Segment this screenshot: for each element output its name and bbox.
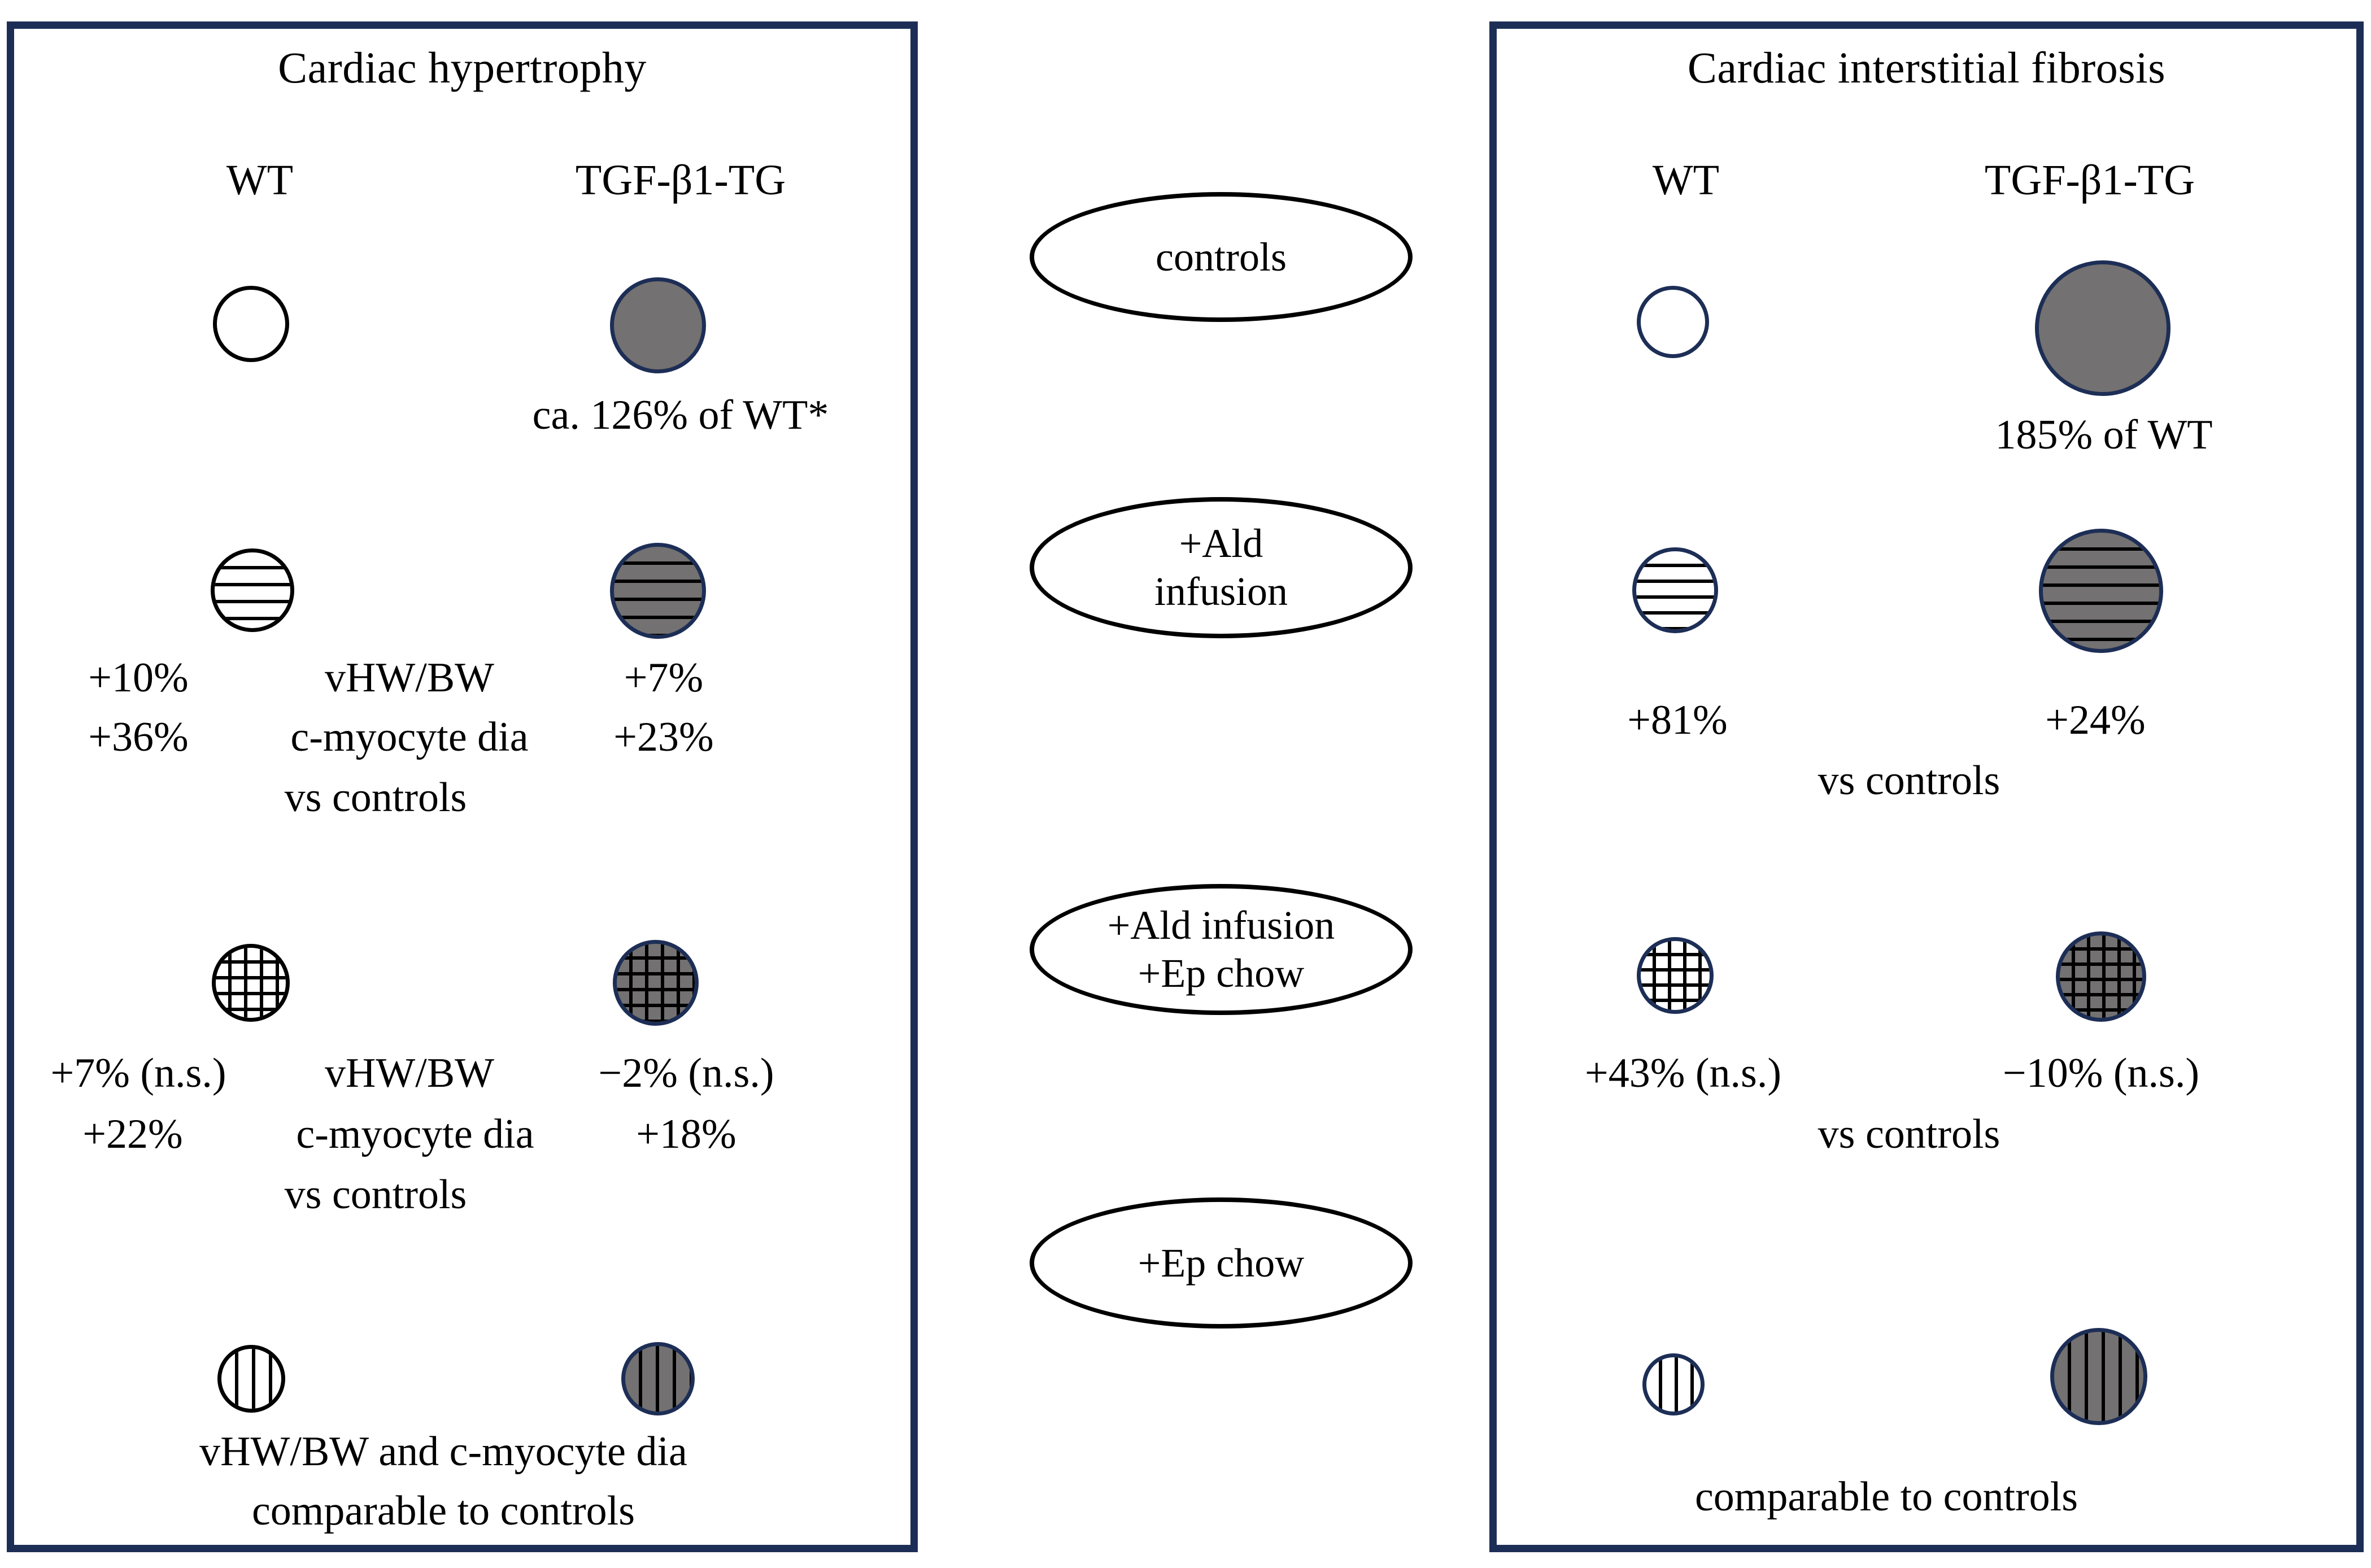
right-row1-tg-note: 185% of WT [1995,412,2213,458]
right-row2-wt-value: +81% [1627,697,1728,743]
left-row3-wt-myocyte: +22% [82,1111,183,1157]
left-row3-tg-vhwbw: −2% (n.s.) [598,1050,774,1096]
right-column-header-wt: WT [1652,156,1720,204]
left-row2-metric2-label: c-myocyte dia [290,714,529,760]
horizontal-hatch-icon [2043,533,2159,649]
right-row2-comparison: vs controls [1818,757,2000,804]
condition-oval-controls-text: controls [1156,233,1287,281]
oval-line: infusion [1154,569,1288,614]
panel-left-title: Cardiac hypertrophy [278,43,647,92]
condition-oval-ep-chow-text: +Ep chow [1138,1239,1305,1287]
left-row2-tg-vhwbw: +7% [624,655,704,701]
left-row3-tg-circle [613,940,699,1026]
left-row3-metric2-label: c-myocyte dia [296,1111,534,1157]
condition-oval-ald-infusion-text: +Ald infusion [1154,520,1288,616]
condition-oval-ald-infusion-ep-chow-text: +Ald infusion +Ep chow [1108,901,1335,998]
right-row3-tg-value: −10% (n.s.) [2003,1050,2199,1096]
left-row3-wt-circle [212,944,290,1022]
right-row1-wt-circle [1637,286,1709,358]
left-row2-wt-vhwbw: +10% [88,655,189,701]
oval-line: +Ep chow [1137,1240,1305,1286]
vertical-hatch-icon [1646,1357,1701,1412]
oval-line: +Ep chow [1137,951,1305,996]
vertical-hatch-icon [625,1346,691,1412]
left-row3-metric1-label: vHW/BW [324,1050,495,1096]
right-row3-comparison: vs controls [1818,1111,2000,1157]
left-row2-wt-circle [211,548,294,632]
left-row2-tg-myocyte: +23% [613,714,714,760]
left-row1-tg-circle [610,277,706,373]
horizontal-hatch-icon [614,547,702,635]
grid-hatch-icon [617,944,695,1022]
panel-right-title: Cardiac interstitial fibrosis [1687,43,2166,92]
condition-oval-ald-infusion[interactable]: +Ald infusion [1030,497,1413,638]
left-row4-wt-circle [217,1345,285,1413]
left-row4-summary-line2: comparable to controls [251,1488,635,1534]
oval-line: controls [1156,234,1287,280]
horizontal-hatch-icon [215,552,290,628]
right-row2-wt-circle [1632,547,1718,633]
right-column-header-tg: TGF-β1-TG [1984,156,2195,204]
right-row3-wt-value: +43% (n.s.) [1585,1050,1781,1096]
left-row3-tg-myocyte: +18% [636,1111,736,1157]
left-column-header-wt: WT [226,156,294,204]
left-column-header-tg: TGF-β1-TG [575,156,786,204]
condition-oval-ald-infusion-ep-chow[interactable]: +Ald infusion +Ep chow [1030,884,1413,1015]
panel-cardiac-hypertrophy: Cardiac hypertrophy WT TGF-β1-TG ca. 126… [7,21,918,1552]
condition-oval-controls[interactable]: controls [1030,192,1413,322]
right-row1-tg-circle [2035,260,2170,396]
right-row2-tg-value: +24% [2045,697,2146,743]
oval-line: +Ald infusion [1107,903,1335,948]
condition-oval-ep-chow[interactable]: +Ep chow [1030,1197,1413,1329]
horizontal-hatch-icon [1636,551,1714,629]
left-row4-tg-circle [621,1342,695,1415]
left-row3-comparison: vs controls [284,1171,467,1218]
left-row4-summary-line1: vHW/BW and c-myocyte dia [199,1428,687,1475]
left-row3-wt-vhwbw: +7% (n.s.) [50,1050,226,1096]
panel-cardiac-interstitial-fibrosis: Cardiac interstitial fibrosis WT TGF-β1-… [1489,21,2364,1552]
vertical-hatch-icon [221,1349,281,1409]
left-row2-tg-circle [610,543,706,639]
right-row4-wt-circle [1642,1353,1705,1415]
left-row1-wt-circle [213,286,289,362]
left-row2-metric1-label: vHW/BW [324,655,495,701]
right-row2-tg-circle [2039,529,2163,653]
right-row3-wt-circle [1637,937,1714,1014]
left-row2-wt-myocyte: +36% [88,714,189,760]
left-row1-tg-note: ca. 126% of WT* [532,392,829,438]
grid-hatch-icon [2060,935,2142,1018]
right-row4-summary: comparable to controls [1694,1474,2078,1520]
left-row2-comparison: vs controls [284,774,467,821]
grid-hatch-icon [1641,941,1710,1010]
oval-line: +Ald [1179,521,1263,567]
right-row4-tg-circle [2050,1328,2147,1425]
right-row3-tg-circle [2056,931,2146,1022]
grid-hatch-icon [216,948,286,1018]
vertical-hatch-icon [2054,1332,2143,1421]
